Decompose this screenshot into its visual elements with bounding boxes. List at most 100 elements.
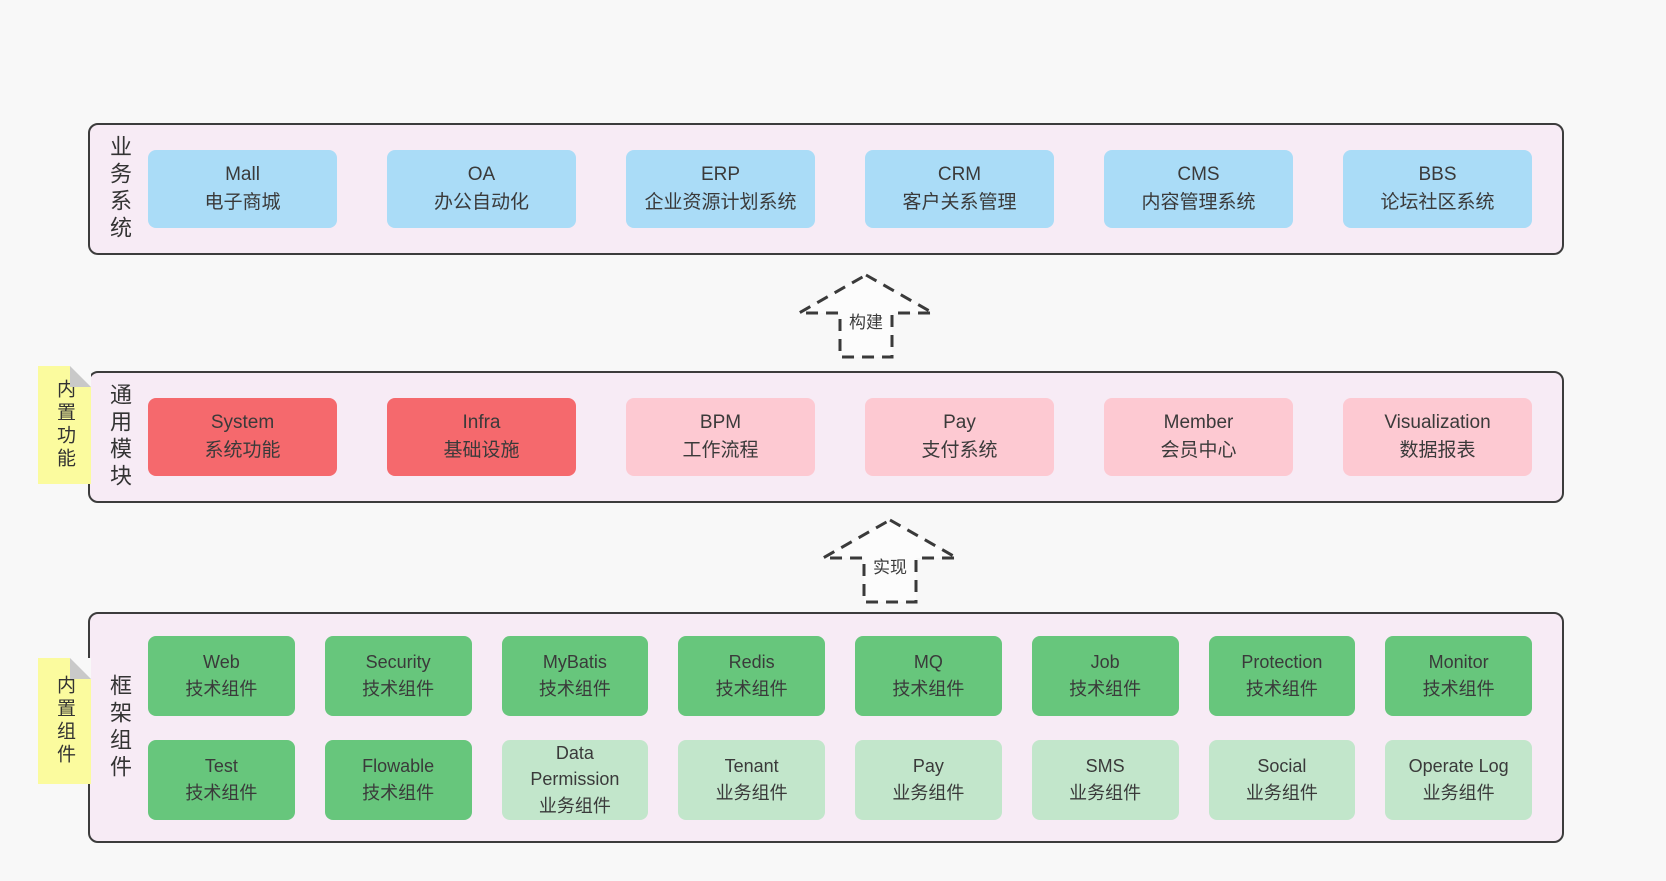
box-subtitle: 技术组件 [362,782,435,803]
box-subtitle: 会员中心 [1160,440,1237,461]
box-subtitle: 技术组件 [1422,678,1495,699]
box-title: Data Permission [530,743,620,790]
common-modules-boxes: System 系统功能 Infra 基础设施 BPM 工作流程 Pay 支付系统… [148,398,1562,476]
box-title: Infra [462,411,501,433]
row-label-text: 框架组件 [107,673,132,782]
box-subtitle: 业务组件 [538,795,611,816]
box-redis: Redis 技术组件 [678,635,825,716]
box-job: Job 技术组件 [1031,635,1179,716]
box-subtitle: 技术组件 [185,782,258,803]
arrow-label: 构建 [849,313,883,332]
arrow-label: 实现 [873,558,907,577]
box-bpm: BPM 工作流程 [626,398,815,476]
box-mybatis: MyBatis 技术组件 [501,635,649,716]
box-title: Protection [1241,652,1323,673]
section-business-systems: 业务系统 Mall 电子商城 OA 办公自动化 ERP 企业资源计划系统 CRM… [88,123,1564,255]
box-subtitle: 业务组件 [892,782,965,803]
box-title: CMS [1177,163,1220,185]
box-subtitle: 技术组件 [715,678,788,699]
box-infra: Infra 基础设施 [387,398,576,476]
section-framework-components: 框架组件 Web 技术组件 Security 技术组件 MyBatis 技术组件… [88,612,1564,843]
box-title: Job [1090,652,1120,673]
box-title: Test [204,756,238,777]
box-title: Redis [728,652,775,673]
box-mall: Mall 电子商城 [148,150,337,228]
box-flowable: Flowable 技术组件 [324,739,472,820]
box-title: Tenant [724,756,779,777]
implement-arrow: 实现 [820,518,960,604]
box-subtitle: 技术组件 [892,678,965,699]
box-subtitle: 技术组件 [362,678,435,699]
business-systems-boxes: Mall 电子商城 OA 办公自动化 ERP 企业资源计划系统 CRM 客户关系… [148,150,1562,228]
sticky-note-built-in-features: 内置功能 [38,366,91,484]
box-subtitle: 业务组件 [1069,782,1142,803]
box-subtitle: 支付系统 [921,440,998,461]
build-arrow: 构建 [796,273,936,359]
box-title: Member [1163,411,1234,433]
box-title: Operate Log [1408,756,1509,777]
sticky-note-text: 内置功能 [54,379,75,471]
box-title: CRM [937,163,982,185]
framework-components-row-1: Web 技术组件 Security 技术组件 MyBatis 技术组件 Redi… [148,635,1532,716]
box-title: System [210,411,275,433]
box-subtitle: 数据报表 [1399,440,1476,461]
box-web: Web 技术组件 [148,635,295,716]
row-label-framework-components: 框架组件 [90,614,148,841]
framework-components-rows: Web 技术组件 Security 技术组件 MyBatis 技术组件 Redi… [148,635,1562,820]
box-test: Test 技术组件 [148,739,295,820]
row-label-business-systems: 业务系统 [90,125,148,253]
box-title: BBS [1418,163,1457,185]
box-visualization: Visualization 数据报表 [1343,398,1532,476]
box-mq: MQ 技术组件 [855,635,1002,716]
box-pay-module: Pay 支付系统 [865,398,1054,476]
box-subtitle: 技术组件 [538,678,611,699]
row-label-text: 业务系统 [107,135,132,243]
box-subtitle: 业务组件 [715,782,788,803]
box-subtitle: 内容管理系统 [1141,192,1256,213]
sticky-note-text: 内置组件 [54,675,75,767]
box-security: Security 技术组件 [324,635,472,716]
box-operate-log: Operate Log 业务组件 [1385,739,1532,820]
box-title: Security [365,652,431,673]
box-social: Social 业务组件 [1208,739,1356,820]
box-title: Social [1257,756,1307,777]
box-title: Monitor [1428,652,1489,673]
box-title: Pay [912,756,944,777]
box-title: BPM [699,411,742,433]
box-data-permission: Data Permission 业务组件 [501,739,649,820]
box-cms: CMS 内容管理系统 [1104,150,1293,228]
box-title: Mall [225,163,260,185]
box-sms: SMS 业务组件 [1031,739,1179,820]
row-label-text: 通用模块 [107,383,132,491]
box-title: Pay [943,411,976,433]
up-arrow-shape [820,518,960,604]
box-member: Member 会员中心 [1104,398,1293,476]
box-title: Flowable [362,756,435,777]
box-pay-component: Pay 业务组件 [855,739,1002,820]
sticky-note-built-in-components: 内置组件 [38,658,91,784]
framework-components-row-2: Test 技术组件 Flowable 技术组件 Data Permission … [148,739,1532,820]
box-subtitle: 业务组件 [1245,782,1318,803]
box-bbs: BBS 论坛社区系统 [1343,150,1532,228]
box-title: OA [467,163,496,185]
box-subtitle: 电子商城 [204,192,281,213]
box-system: System 系统功能 [148,398,337,476]
box-subtitle: 论坛社区系统 [1380,192,1495,213]
box-oa: OA 办公自动化 [387,150,576,228]
box-title: ERP [700,163,741,185]
box-subtitle: 工作流程 [682,440,759,461]
section-common-modules: 通用模块 System 系统功能 Infra 基础设施 BPM 工作流程 Pay… [88,371,1564,503]
box-protection: Protection 技术组件 [1208,635,1356,716]
box-erp: ERP 企业资源计划系统 [626,150,815,228]
box-subtitle: 企业资源计划系统 [644,192,797,213]
box-subtitle: 系统功能 [204,440,281,461]
box-subtitle: 技术组件 [1245,678,1318,699]
box-subtitle: 技术组件 [185,678,258,699]
row-label-common-modules: 通用模块 [90,373,148,501]
box-subtitle: 基础设施 [443,440,520,461]
box-monitor: Monitor 技术组件 [1385,635,1532,716]
box-title: SMS [1085,756,1125,777]
box-subtitle: 办公自动化 [433,192,529,213]
box-subtitle: 技术组件 [1069,678,1142,699]
